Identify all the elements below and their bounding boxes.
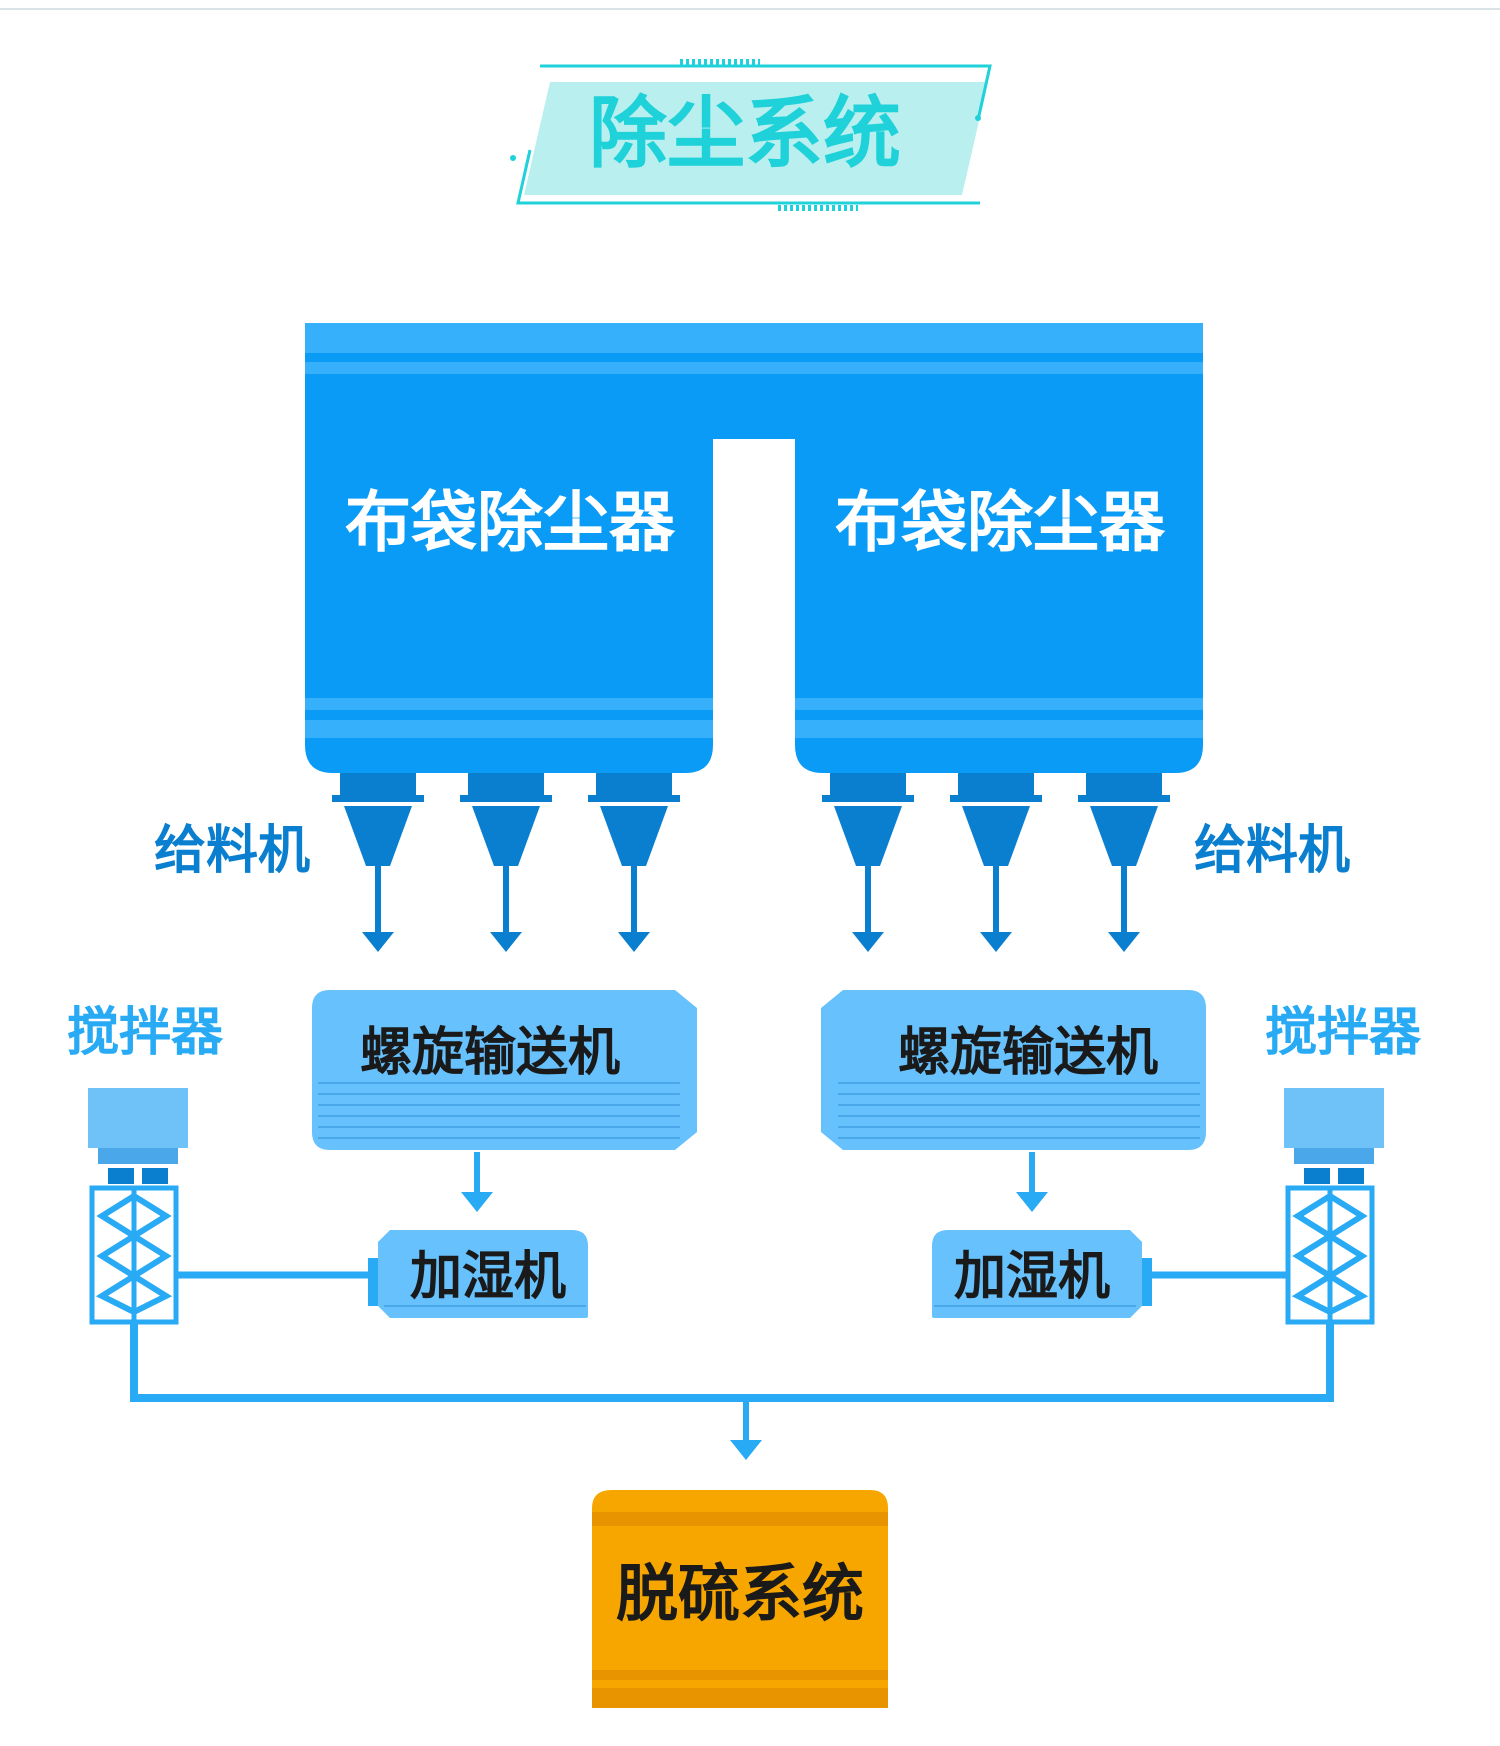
screw-conveyor-right-label: 螺旋输送机 xyxy=(898,1023,1158,1083)
screw-conveyor-left-label: 螺旋输送机 xyxy=(360,1023,620,1083)
mixer-label-left: 搅拌器 xyxy=(67,1003,224,1063)
humidifier-right xyxy=(932,1230,1152,1318)
flow-arrow xyxy=(730,1398,762,1460)
title-frame-bottom xyxy=(516,149,980,205)
bag-dust-collector-right-label: 布袋除尘器 xyxy=(835,484,1166,561)
mixer-right xyxy=(1284,1088,1384,1325)
humidifier-left-label: 加湿机 xyxy=(410,1247,566,1307)
mixer-left xyxy=(88,1088,188,1325)
title-dot-right xyxy=(975,115,981,121)
feeder-label-right: 给料机 xyxy=(1194,821,1350,881)
feeder-hopper xyxy=(588,773,680,952)
title-dot-left xyxy=(510,155,516,161)
desulfurization-system-box xyxy=(592,1490,888,1708)
feeder-hopper xyxy=(1078,773,1170,952)
bag-dust-collector-right xyxy=(795,323,1203,773)
feeder-hopper xyxy=(332,773,424,952)
feeder-label-left: 给料机 xyxy=(154,821,310,881)
flow-arrow xyxy=(461,1152,493,1212)
humidifier-right-label: 加湿机 xyxy=(954,1247,1110,1307)
feeder-hopper xyxy=(950,773,1042,952)
feeder-hopper xyxy=(822,773,914,952)
screw-conveyor-right xyxy=(821,990,1206,1150)
bag-dust-collector-left-label: 布袋除尘器 xyxy=(345,484,676,561)
screw-conveyor-left xyxy=(312,990,697,1150)
title-banner: 除尘系统 xyxy=(510,59,992,211)
title-frame-top xyxy=(540,64,992,121)
title-banner-background xyxy=(524,82,988,195)
collector-bridge-stripe xyxy=(713,362,795,374)
collector-bridge-stripe xyxy=(713,323,795,353)
flow-arrow xyxy=(1016,1152,1048,1212)
humidifier-left xyxy=(368,1230,588,1318)
collection-pipe xyxy=(130,1322,1334,1402)
desulfurization-label: 脱硫系统 xyxy=(616,1557,864,1630)
page-title: 除尘系统 xyxy=(589,89,901,179)
bag-dust-collector-left xyxy=(305,323,713,773)
feeder-hopper xyxy=(460,773,552,952)
mixer-label-right: 搅拌器 xyxy=(1265,1003,1422,1063)
